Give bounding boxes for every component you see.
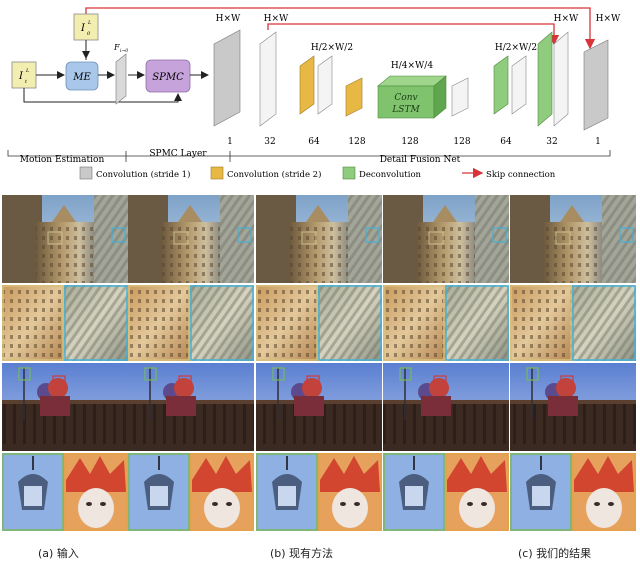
legend-conv2: Convolution (stride 2) (227, 169, 321, 180)
dim-quarter: H/4×W/4 (391, 61, 433, 71)
photo-city (128, 195, 254, 283)
layer-32-a (260, 32, 276, 126)
stage-detail-fusion: Detail Fusion Net (380, 155, 461, 165)
legend-skip: Skip connection (486, 170, 556, 180)
photo-crop-carnival (2, 453, 128, 531)
caption-c: (c) 我们的结果 (518, 545, 591, 561)
photo-city (2, 195, 128, 283)
photo-city (383, 195, 509, 283)
channel-label: 1 (595, 137, 601, 147)
layer-64-yellow (300, 56, 314, 114)
channel-label: 128 (453, 137, 470, 147)
layer-1-gray-out (584, 40, 608, 130)
conv-lstm-line2: LSTM (391, 105, 420, 115)
photo-crop-carnival (256, 453, 382, 531)
photo-crop-carnival (383, 453, 509, 531)
layer-64-green (494, 56, 508, 114)
dim-hw-2: H×W (264, 14, 289, 24)
photo-crop-city (383, 285, 509, 361)
channel-label: 128 (401, 137, 418, 147)
layer-1-gray (214, 30, 240, 126)
stage-spmc: SPMC Layer (149, 149, 207, 159)
channel-label: 64 (500, 137, 512, 147)
legend: Convolution (stride 1) Convolution (stri… (80, 167, 556, 180)
layer-64-gray-b (512, 56, 526, 114)
photo-carnival (256, 363, 382, 451)
legend-swatch-green (343, 167, 355, 179)
photo-crop-city (2, 285, 128, 361)
photo-carnival (383, 363, 509, 451)
channel-label: 64 (308, 137, 320, 147)
flow-label: F (113, 43, 120, 52)
photo-crop-city (510, 285, 636, 361)
channel-label: 128 (348, 137, 365, 147)
photo-crop-city (256, 285, 382, 361)
photo-crop-carnival (128, 453, 254, 531)
input-ref-sup: L (87, 20, 92, 26)
legend-swatch-gray (80, 167, 92, 179)
skip-connection-mid (268, 24, 554, 44)
legend-conv1: Convolution (stride 1) (96, 169, 190, 180)
conv-lstm-line1: Conv (394, 93, 417, 103)
layer-128-yellow (346, 78, 362, 116)
layer-128-gray (452, 78, 468, 116)
input-ref-box (74, 14, 98, 40)
legend-swatch-yellow (211, 167, 223, 179)
input-main-box (12, 62, 36, 88)
channel-label: 1 (227, 137, 233, 147)
legend-deconv: Deconvolution (359, 170, 422, 180)
photo-carnival (510, 363, 636, 451)
caption-a: (a) 输入 (38, 545, 79, 561)
spmc-label: SPMC (152, 72, 184, 83)
motion-estimation-label: ME (72, 72, 91, 83)
caption-b: (b) 现有方法 (270, 545, 333, 561)
flow-sub: i→0 (120, 48, 128, 54)
channel-label: 32 (546, 137, 557, 147)
photo-crop-carnival (510, 453, 636, 531)
skip-connection-long (86, 8, 590, 48)
photo-crop-city (128, 285, 254, 361)
layer-64-gray (318, 56, 332, 114)
dim-hw-4: H×W (596, 14, 621, 24)
architecture-diagram: I 0 L I t L ME F i→0 SPMC J i H (8, 8, 621, 180)
channel-label: 32 (264, 137, 275, 147)
dim-hw-1: H×W (216, 14, 241, 24)
layer-32-green (538, 32, 552, 126)
dim-hw-3: H×W (554, 14, 579, 24)
photo-grid (2, 195, 636, 531)
dim-half-2: H/2×W/2 (495, 43, 537, 53)
stage-motion-estimation: Motion Estimation (20, 155, 105, 165)
flow-slab (116, 54, 126, 104)
photo-carnival (128, 363, 254, 451)
photo-city (510, 195, 636, 283)
dim-half-1: H/2×W/2 (311, 43, 353, 53)
input-main-sup: L (25, 68, 30, 74)
layer-32-gray-b (554, 32, 568, 126)
photo-city (256, 195, 382, 283)
photo-carnival (2, 363, 128, 451)
